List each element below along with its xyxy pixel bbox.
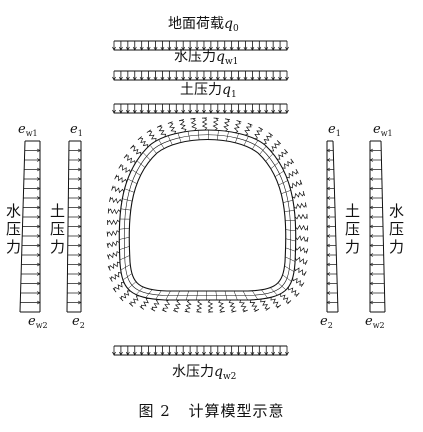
figure-title: 计算模型示意 [188,402,285,420]
e1-left-label: e1 [70,122,83,138]
lining-outer-edge [118,129,297,301]
lining-centerline [123,134,292,296]
side-water-left-char-2: 压 [6,220,21,238]
water-pressure-bottom-bar [112,345,289,356]
e1-right-label: e1 [328,122,341,138]
e2-right-label: e2 [320,314,333,330]
ew2-right-label: ew2 [365,314,385,330]
e2-left-label: e2 [72,314,85,330]
water-pressure-top-label: 水压力qw1 [174,49,238,67]
side-soil-left-char-2: 压 [50,220,65,238]
side-water-right-char-2: 压 [389,220,404,238]
side-water-right-char-1: 水 [389,202,404,220]
water-pressure-right-diagram [369,140,386,313]
water-pressure-left-diagram [19,140,41,313]
side-soil-left-char-1: 土 [50,202,65,220]
side-water-left-char-1: 水 [6,202,21,220]
ground-load-bar [112,40,289,51]
figure-number: 图 2 [138,402,171,420]
side-soil-left-char-3: 力 [50,238,65,256]
soil-pressure-top-label: 土压力q1 [180,82,237,100]
figure-caption: 图 2 计算模型示意 [0,400,423,421]
soil-pressure-right-diagram [326,140,339,313]
soil-pressure-top-bar [112,103,289,114]
water-pressure-top-bar [112,70,289,81]
side-soil-right-char-1: 土 [345,202,360,220]
soil-pressure-left-diagram [66,140,82,313]
side-soil-right-char-3: 力 [345,238,360,256]
side-soil-right-char-2: 压 [345,220,360,238]
side-water-right-char-3: 力 [389,238,404,256]
ground-springs [106,117,309,313]
ew2-left-label: ew2 [28,314,48,330]
ew1-right-label: ew1 [373,122,393,138]
lining-segment-ticks [119,129,296,301]
ground-load-label: 地面荷载q0 [168,16,239,34]
side-water-left-char-3: 力 [6,238,21,256]
ew1-left-label: ew1 [18,122,38,138]
lining-inner-edge [128,139,287,292]
tunnel-lining [106,117,309,313]
water-pressure-bottom-label: 水压力qw2 [172,364,236,382]
